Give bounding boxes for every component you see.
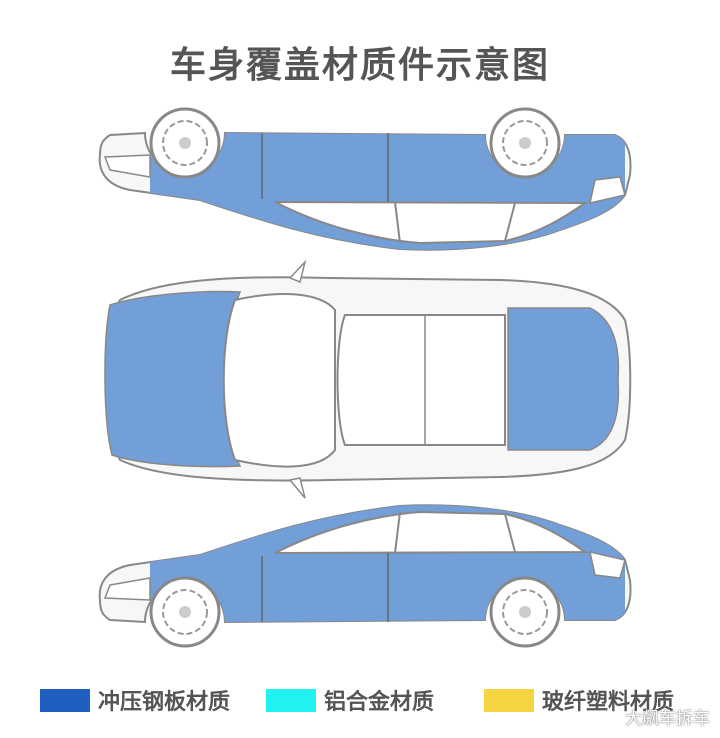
legend-label: 玻纤塑料材质 (542, 690, 675, 715)
aluminum-swatch (266, 688, 316, 712)
legend-label: 冲压钢板材质 (98, 690, 231, 715)
legend-item-steel: 冲压钢板材质 (40, 684, 230, 716)
legend: 冲压钢板材质 铝合金材质 玻纤塑料材质 (0, 684, 720, 720)
steel-swatch (40, 688, 90, 712)
legend-label: 铝合金材质 (324, 690, 435, 715)
car-top-view (104, 259, 632, 499)
legend-item-aluminum: 铝合金材质 (266, 684, 434, 716)
page-title: 车身覆盖材质件示意图 (169, 45, 550, 86)
fiberglass-swatch (484, 688, 534, 712)
car-side-view (100, 500, 631, 646)
car-side-view-inverted (100, 109, 631, 255)
legend-item-fiberglass: 玻纤塑料材质 (484, 684, 674, 716)
watermark: 大飙车拆车 (625, 709, 710, 729)
